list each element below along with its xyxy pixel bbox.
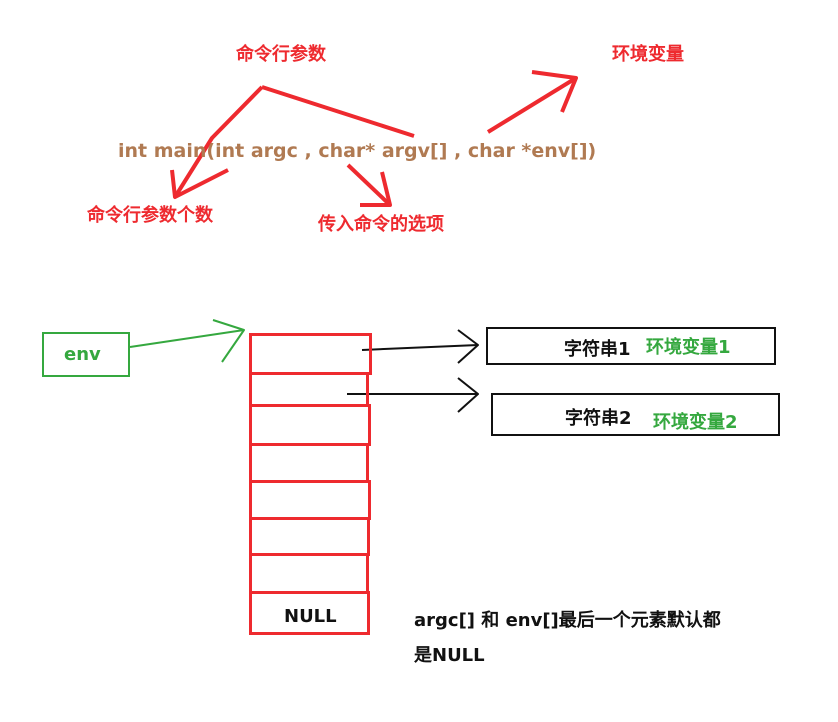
string-box-2: 字符串2 环境变量2: [491, 393, 780, 436]
arrowhead-env-array: [212, 319, 245, 363]
null-label: NULL: [284, 606, 337, 627]
label-environment-variables: 环境变量: [612, 44, 684, 65]
arrow-argv-to-options: [346, 163, 392, 207]
env-array-null-cell: NULL: [249, 591, 370, 635]
string-box-1: 字符串1 环境变量1: [486, 327, 776, 365]
arrow-env-to-array: [129, 329, 245, 348]
main-signature: int main(int argc , char* argv[] , char …: [118, 140, 597, 162]
env-pointer-box: env: [42, 332, 130, 377]
env-label: env: [64, 344, 101, 365]
string-value-2: 环境变量2: [653, 412, 738, 433]
arrowhead-cmd-args-argc: [170, 168, 229, 199]
arrowhead-string2: [457, 377, 479, 413]
env-array-cell: [249, 404, 371, 446]
env-array-cell: [249, 372, 369, 407]
arrowhead-argv-options: [360, 171, 392, 207]
arrowhead-string1: [457, 329, 479, 364]
note-line-2: 是NULL: [414, 645, 485, 666]
string-name-2: 字符串2: [565, 408, 632, 429]
label-passed-options: 传入命令的选项: [318, 214, 444, 235]
arrow-env-to-env-vars: [486, 76, 578, 134]
arrowhead-env-vars: [531, 70, 578, 113]
env-array-cell: [249, 443, 369, 483]
env-array-cell: [249, 553, 369, 594]
env-array-cell: [249, 480, 371, 520]
env-array-cell: [249, 517, 370, 556]
arrow-cell1-to-string1: [361, 344, 479, 351]
env-array-cell: [249, 333, 372, 375]
arrow-cmd-args-to-argv: [261, 85, 415, 138]
label-command-line-args: 命令行参数: [236, 44, 326, 65]
label-argc-count: 命令行参数个数: [87, 205, 213, 226]
string-name-1: 字符串1: [564, 339, 631, 360]
note-line-1: argc[] 和 env[]最后一个元素默认都: [414, 610, 721, 631]
arrow-cmd-args-to-argc: [173, 85, 264, 199]
string-value-1: 环境变量1: [646, 337, 731, 358]
